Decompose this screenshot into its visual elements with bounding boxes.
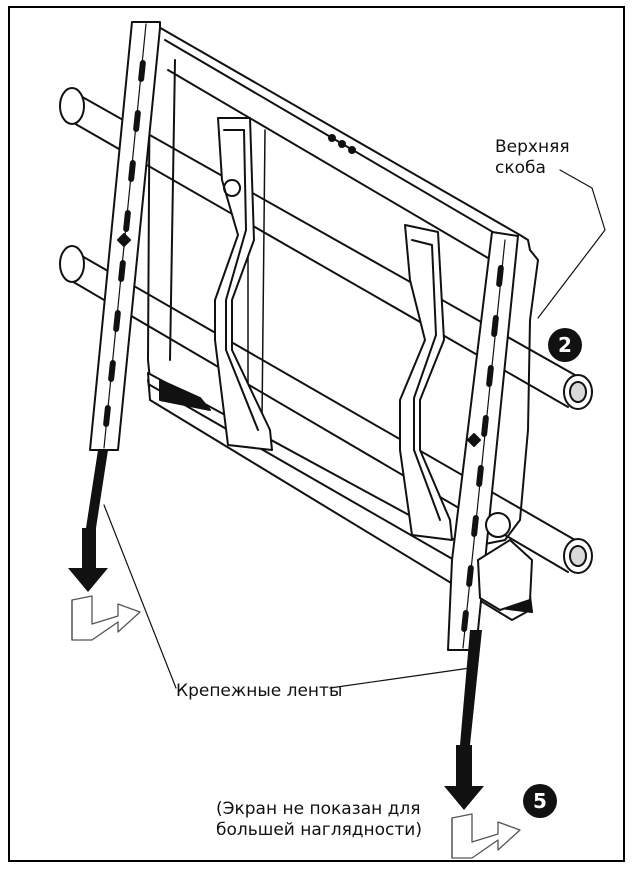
- step-number-2: 2: [558, 333, 572, 357]
- label-note-line1: (Экран не показан для: [216, 799, 421, 819]
- step-badge-2: 2: [548, 328, 582, 362]
- hanger-arm-right: [399, 224, 453, 541]
- hanger-arm-left: [214, 117, 273, 451]
- diagram-frame: [8, 6, 625, 862]
- upright-left: [89, 21, 161, 451]
- motion-hint-left: [71, 595, 141, 641]
- pull-arrow-right: [444, 745, 484, 810]
- upright-right: [447, 231, 533, 651]
- leader-top-bracket: [537, 169, 606, 319]
- label-straps: Крепежные ленты: [176, 681, 343, 701]
- label-top-bracket: Верхняя скоба: [495, 137, 570, 179]
- label-top-bracket-line2: скоба: [495, 158, 546, 178]
- strap-left: [86, 450, 108, 528]
- label-note: (Экран не показан для большей наглядност…: [216, 799, 422, 841]
- label-note-line2: большей наглядности): [216, 820, 422, 840]
- motion-hint-right: [451, 813, 521, 859]
- pull-arrow-left: [68, 528, 108, 592]
- leader-straps: [103, 504, 471, 689]
- step-number-5: 5: [533, 789, 547, 813]
- step-badge-5: 5: [523, 784, 557, 818]
- strap-right: [460, 630, 482, 745]
- label-top-bracket-line1: Верхняя: [495, 137, 570, 157]
